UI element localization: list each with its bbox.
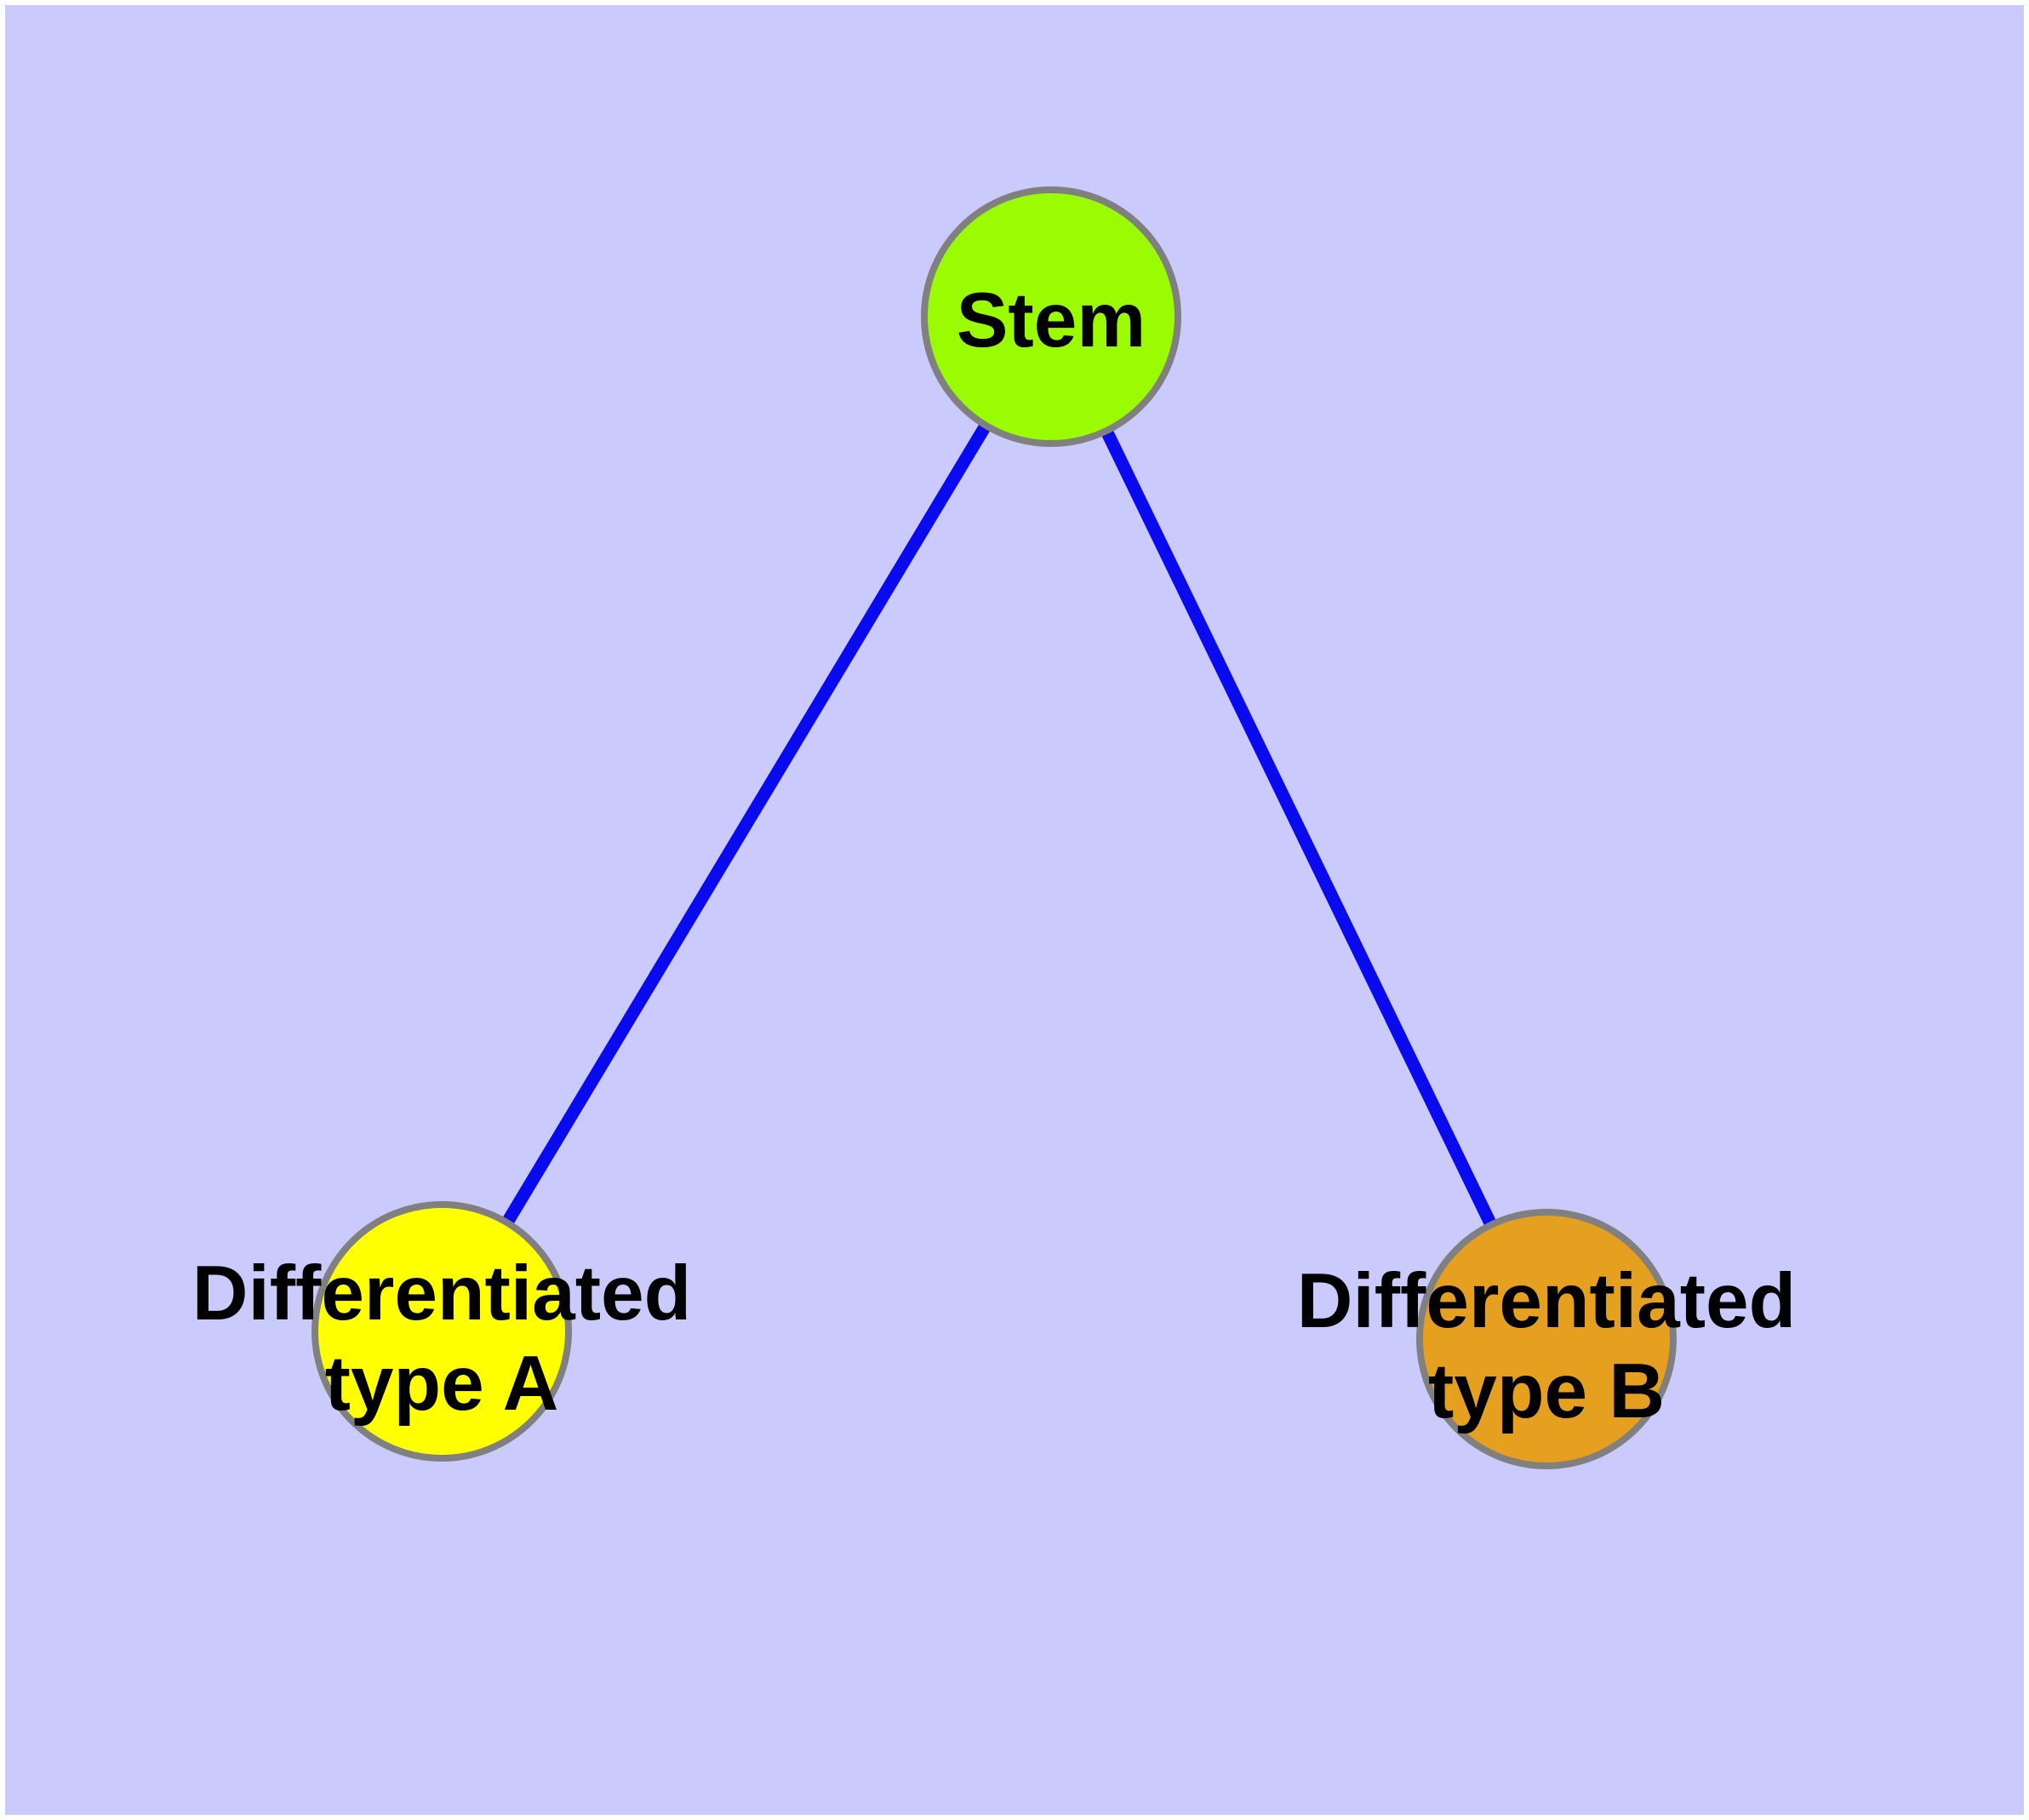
node-stem <box>921 186 1181 447</box>
node-label-stem: Stem <box>957 276 1146 366</box>
label-line: Differentiated <box>1296 1258 1797 1344</box>
label-line: type A <box>324 1341 559 1427</box>
label-line: type B <box>1427 1348 1666 1434</box>
label-line: Differentiated <box>191 1251 692 1336</box>
node-label-differentiated-type-a: Differentiated type A <box>192 1249 692 1429</box>
node-differentiated-type-b <box>1416 1209 1677 1469</box>
node-differentiated-type-a <box>311 1201 572 1462</box>
label-line: Stem <box>956 278 1146 363</box>
node-label-differentiated-type-b: Differentiated type B <box>1297 1256 1797 1437</box>
